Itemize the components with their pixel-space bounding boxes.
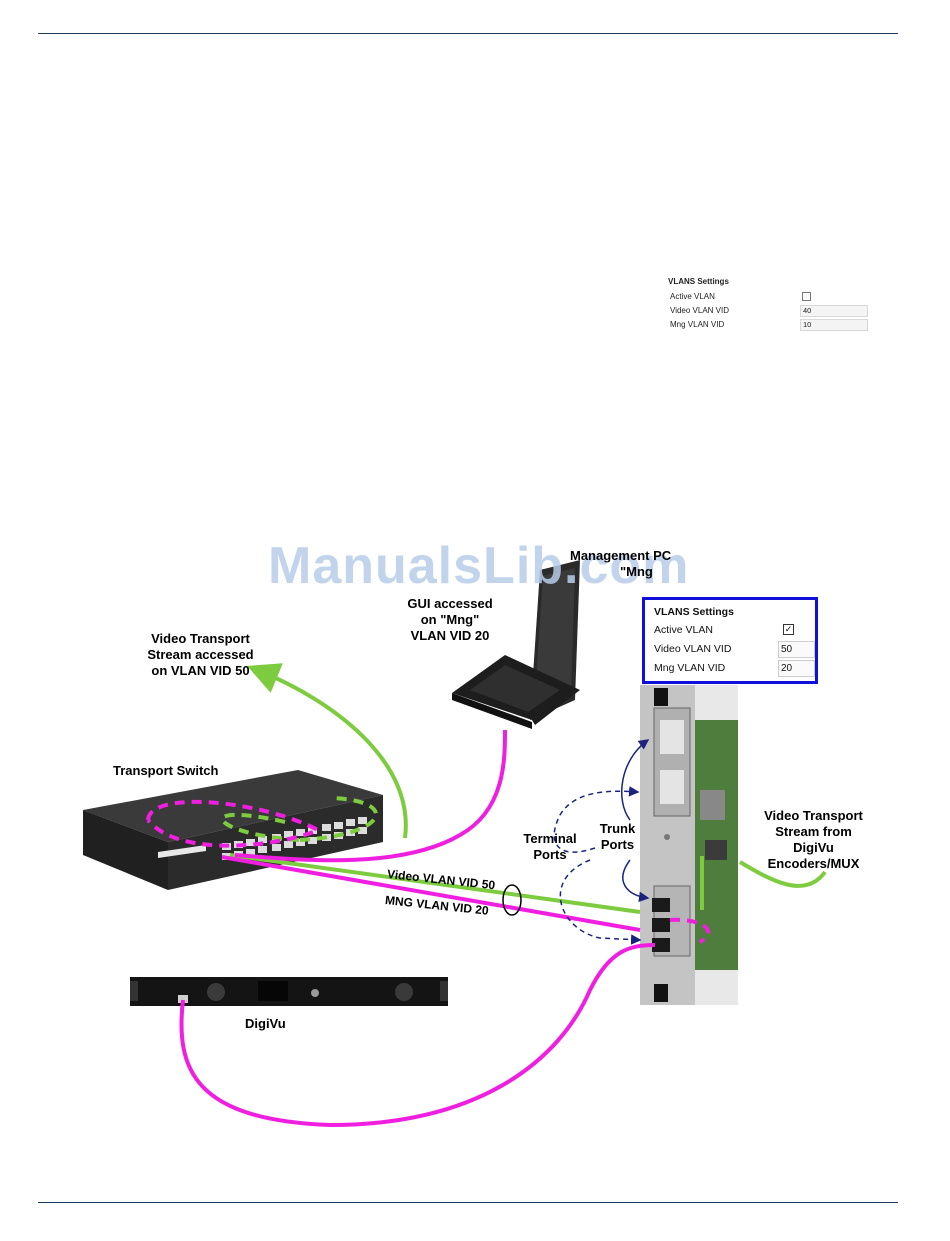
mng-vlan-links [146, 729, 710, 1128]
small-vlan-settings-panel: VLANS Settings Active VLAN Video VLAN VI… [668, 277, 873, 333]
big-row-video-vlan: Video VLAN VID 50 [654, 641, 815, 659]
small-row-mng-vlan: Mng VLAN VID 10 [668, 319, 873, 333]
big-video-vlan-label: Video VLAN VID [654, 643, 732, 655]
big-panel-title: VLANS Settings [654, 606, 734, 618]
small-row-video-vlan: Video VLAN VID 40 [668, 305, 873, 319]
small-active-vlan-label: Active VLAN [670, 292, 715, 301]
digivu-device-image [130, 977, 448, 1006]
transport-switch-label: Transport Switch [113, 763, 219, 778]
small-row-active-vlan: Active VLAN [668, 291, 873, 305]
blade-card-image [640, 685, 738, 1005]
trunk-link-marker [502, 884, 522, 916]
footer-rule [38, 1202, 898, 1203]
small-active-vlan-checkbox[interactable] [802, 292, 811, 301]
big-row-active-vlan: Active VLAN ✓ [654, 622, 814, 640]
video-vlan-links [220, 663, 827, 914]
small-mng-vlan-label: Mng VLAN VID [670, 320, 725, 329]
big-vlan-settings-panel: VLANS Settings Active VLAN ✓ Video VLAN … [642, 597, 818, 684]
small-panel-title: VLANS Settings [668, 277, 729, 286]
small-video-vlan-field[interactable]: 40 [800, 305, 868, 317]
management-pc-label: Management PC "Mng [570, 548, 672, 579]
header-rule [38, 33, 898, 34]
digivu-label: DigiVu [245, 1016, 286, 1031]
gui-access-label: GUI accessed on "Mng" VLAN VID 20 [407, 596, 493, 643]
big-row-mng-vlan: Mng VLAN VID 20 [654, 660, 815, 678]
small-video-vlan-label: Video VLAN VID [670, 306, 729, 315]
watermark: ManualsLib.com [268, 537, 690, 595]
big-active-vlan-checkbox[interactable]: ✓ [783, 624, 794, 635]
big-active-vlan-label: Active VLAN [654, 624, 713, 636]
terminal-ports-label: Terminal Ports [523, 831, 577, 862]
big-mng-vlan-field[interactable]: 20 [778, 660, 815, 677]
small-mng-vlan-field[interactable]: 10 [800, 319, 868, 331]
video-stream-access-label: Video Transport Stream accessed on VLAN … [147, 631, 254, 678]
port-arrows [553, 739, 650, 945]
big-mng-vlan-label: Mng VLAN VID [654, 662, 726, 674]
management-pc-image [452, 560, 580, 729]
trunk-ports-label: Trunk Ports [599, 821, 636, 852]
encoder-stream-label: Video Transport Stream from DigiVu Encod… [764, 808, 863, 871]
big-video-vlan-field[interactable]: 50 [778, 641, 815, 658]
